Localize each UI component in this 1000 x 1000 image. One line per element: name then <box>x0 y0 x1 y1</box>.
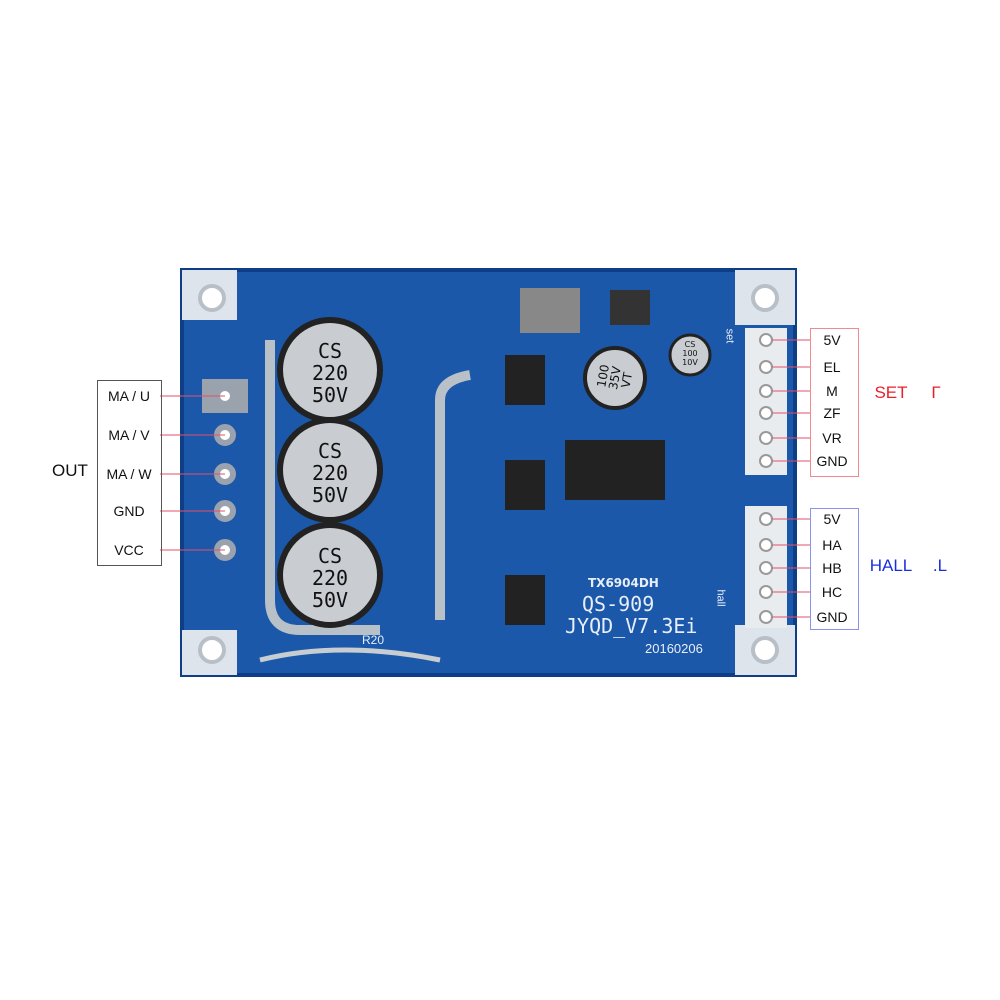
set-pin-label: GND <box>816 453 848 469</box>
silk-chip-label: TX6904DH <box>588 576 659 590</box>
hall-suffix: .L <box>932 556 948 575</box>
cap-value: 220 <box>311 361 349 385</box>
cap-brand: CS <box>684 340 696 349</box>
silk-hall: hall <box>714 589 727 607</box>
mounting-holes <box>198 284 779 664</box>
cap-voltage: 50V <box>311 588 349 612</box>
cap-value: 220 <box>311 461 349 485</box>
set-suffix: Γ <box>931 383 941 402</box>
hall-pin-label: HB <box>822 560 842 576</box>
cap-value: 100 <box>682 349 698 358</box>
out-title: OUT <box>52 461 88 480</box>
out-pin-label: MA / V <box>108 427 150 443</box>
silk-set: set <box>723 328 736 344</box>
hall-pin-box <box>810 508 859 630</box>
cap-brand: CS <box>317 544 343 568</box>
hall-pin-label: HC <box>821 584 843 600</box>
hall-pin-label: 5V <box>823 511 841 527</box>
hall-pin-label: GND <box>816 609 848 625</box>
set-pin-label: ZF <box>823 405 841 421</box>
out-pin-label: VCC <box>114 542 144 558</box>
hall-pin-label: HA <box>822 537 842 553</box>
out-pin-label: MA / U <box>107 388 151 404</box>
silk-resistor: R20 <box>362 633 385 647</box>
out-pin-label: GND <box>113 503 145 519</box>
hall-title: HALL <box>869 556 913 575</box>
set-pin-label: M <box>826 383 838 399</box>
cap-voltage: 10V <box>682 358 698 367</box>
set-pin-box <box>810 328 859 477</box>
capacitors <box>277 317 712 628</box>
set-pin-label: 5V <box>823 332 841 348</box>
cap-voltage: 50V <box>311 383 349 407</box>
silk-date: 20160206 <box>645 641 703 656</box>
cap-voltage: 50V <box>311 483 349 507</box>
cap-brand: CS <box>317 439 343 463</box>
ics <box>505 288 665 625</box>
leader-lines <box>160 339 810 618</box>
cap-value: 220 <box>311 566 349 590</box>
set-pin-label: EL <box>823 359 841 375</box>
out-pin-label: MA / W <box>106 466 152 482</box>
silk-version: JYQD_V7.3Ei <box>565 614 698 638</box>
set-title: SET <box>874 383 908 402</box>
out-pin-box <box>97 380 162 566</box>
cap-brand: CS <box>317 339 343 363</box>
set-pin-label: VR <box>822 430 842 446</box>
silk-model: QS-909 <box>582 592 655 616</box>
